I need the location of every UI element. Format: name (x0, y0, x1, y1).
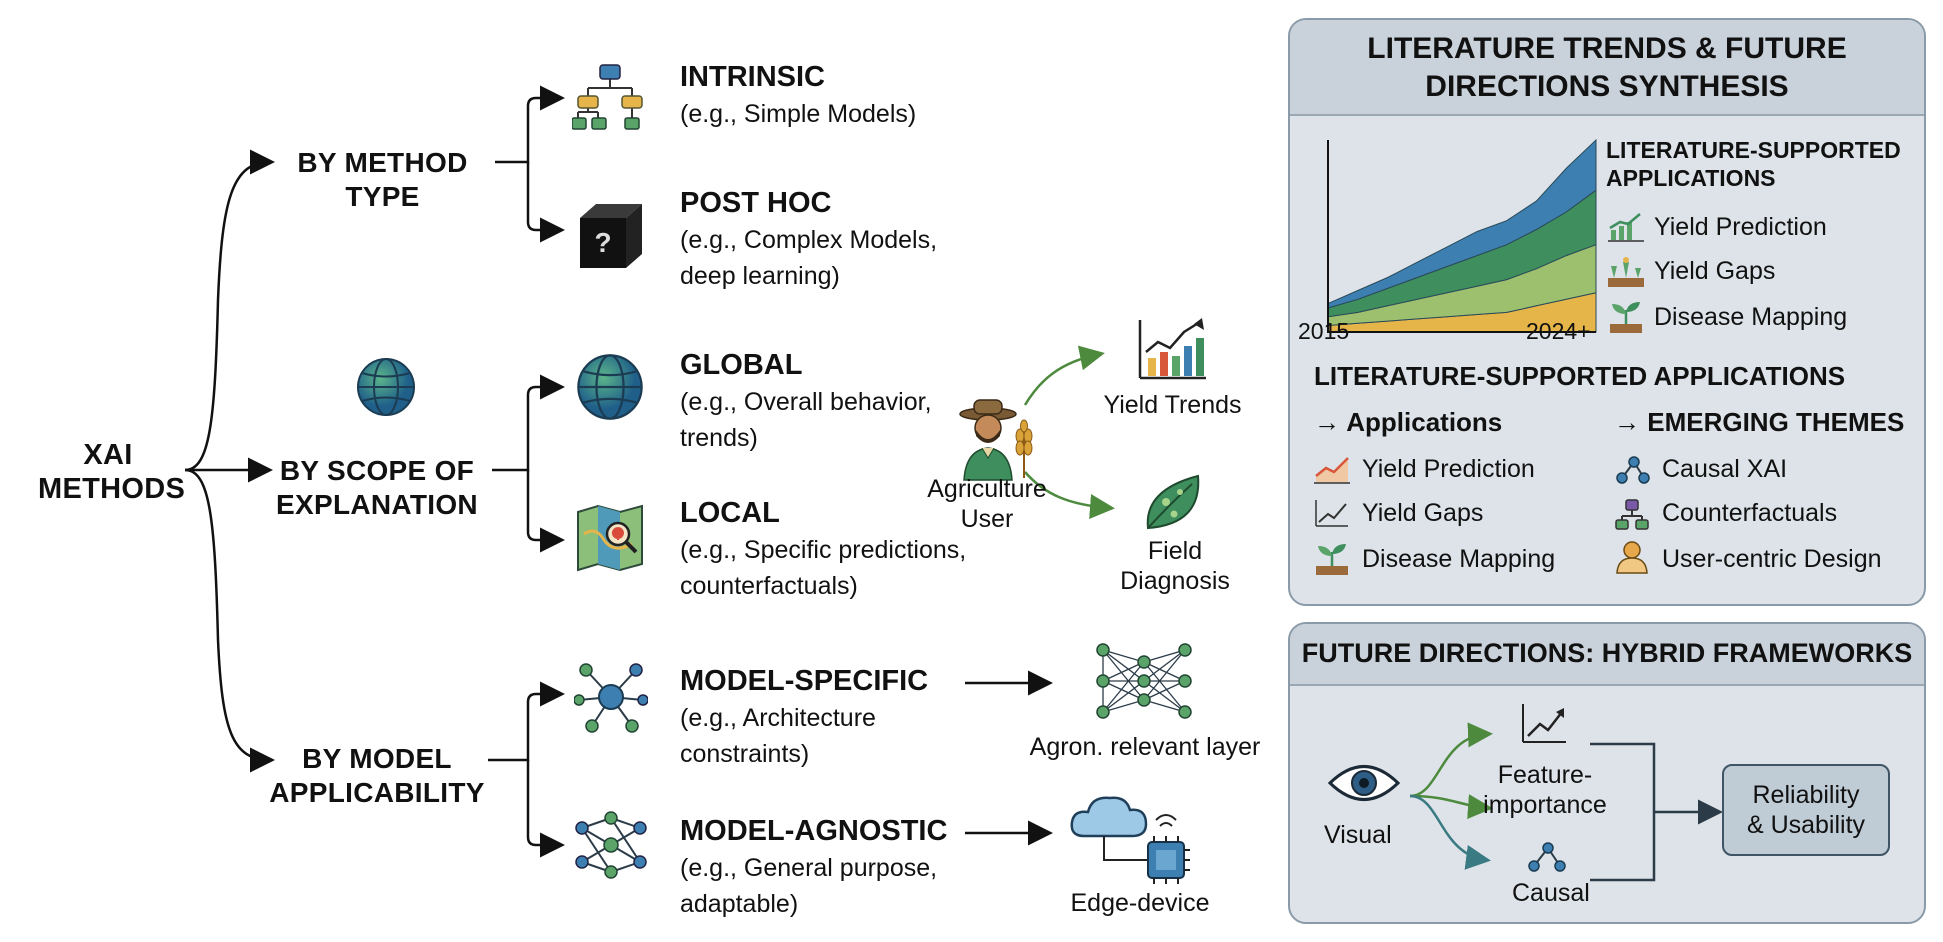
yield-trends-label: Yield Trends (1103, 391, 1242, 419)
hierarchy-icon (1614, 498, 1650, 535)
application-item-1: Yield Gaps (1362, 499, 1484, 527)
edge-device-label: Edge-device (1070, 889, 1210, 917)
category-scope: BY SCOPE OF EXPLANATION (276, 455, 478, 520)
global-desc-2: trends) (680, 424, 758, 452)
feature-importance-label: Feature- importance (1483, 761, 1607, 819)
visual-label: Visual (1324, 821, 1392, 849)
bar-trend-icon (1136, 316, 1208, 387)
link-root-applicability (184, 468, 275, 773)
model-specific-desc-2: constraints) (680, 740, 810, 768)
synthesis-panel-title: LITERATURE TRENDS & FUTURE DIRECTIONS SY… (1290, 20, 1924, 116)
user-icon (1614, 540, 1650, 579)
link-method-intrinsic (495, 85, 565, 164)
global-title: GLOBAL (680, 349, 803, 381)
local-title: LOCAL (680, 497, 780, 529)
question-mark-glyph: ? (594, 227, 611, 258)
category-applicability: BY MODEL APPLICABILITY (269, 743, 485, 808)
intrinsic-title: INTRINSIC (680, 61, 825, 93)
emerging-heading: → EMERGING THEMES (1614, 407, 1905, 437)
application-item-2: Disease Mapping (1362, 545, 1556, 573)
side-item-2: Disease Mapping (1654, 303, 1848, 331)
trend-line-icon (1314, 454, 1350, 489)
post-hoc-title: POST HOC (680, 187, 832, 219)
category-method-type: BY METHOD TYPE (297, 147, 468, 212)
emerging-item-2: User-centric Design (1662, 545, 1882, 573)
trend-area-chart (1327, 138, 1597, 333)
black-box-icon: ? (574, 200, 646, 277)
farmer-icon (958, 398, 1038, 487)
root-label: XAI METHODS (38, 439, 186, 505)
synthesis-panel: LITERATURE TRENDS & FUTURE DIRECTIONS SY… (1288, 18, 1926, 606)
emerging-item-1: Counterfactuals (1662, 499, 1838, 527)
emerging-item-0: Causal XAI (1662, 455, 1788, 483)
agriculture-user-label: Agriculture User (927, 475, 1047, 533)
model-specific-title: MODEL-SPECIFIC (680, 665, 929, 697)
link-method-posthoc (526, 162, 565, 243)
mesh-network-icon (574, 808, 648, 887)
chart-axes (1327, 140, 1596, 333)
link-app-agnostic (526, 760, 565, 858)
hub-network-icon (573, 660, 649, 739)
link-scope-local (526, 470, 565, 553)
reliability-usability-box: Reliability & Usability (1722, 764, 1890, 856)
leaf-icon (1140, 470, 1206, 539)
causal-label: Causal (1512, 879, 1590, 907)
map-pin-icon (574, 504, 646, 577)
field-diagnosis-label: Field Diagnosis (1120, 537, 1230, 595)
application-item-0: Yield Prediction (1362, 455, 1535, 483)
globe-icon (575, 352, 645, 427)
side-item-1: Yield Gaps (1654, 257, 1776, 285)
agron-layer-label: Agron. relevant layer (1029, 733, 1261, 761)
line-graph-icon (1314, 498, 1350, 533)
link-root-method (184, 149, 275, 472)
sprout-icon (1608, 300, 1644, 339)
applications-heading: → Applications (1314, 407, 1503, 437)
local-desc-1: (e.g., Specific predictions, (680, 536, 967, 564)
link-user-field (1024, 471, 1115, 519)
decision-tree-icon (571, 62, 648, 137)
eye-icon (1326, 760, 1402, 811)
causal-node-icon (1526, 838, 1566, 879)
intrinsic-desc: (e.g., Simple Models) (680, 100, 917, 128)
scope-globe-icon (355, 356, 417, 423)
global-desc-1: (e.g., Overall behavior, (680, 388, 932, 416)
growth-chart-icon (1608, 212, 1644, 247)
model-agnostic-desc-2: adaptable) (680, 890, 799, 918)
model-agnostic-title: MODEL-AGNOSTIC (680, 815, 948, 847)
link-user-trends (1023, 345, 1105, 406)
area-series-3 (1327, 138, 1597, 309)
future-panel-title: FUTURE DIRECTIONS: HYBRID FRAMEWORKS (1290, 624, 1924, 686)
post-hoc-desc-1: (e.g., Complex Models, (680, 226, 938, 254)
side-heading: LITERATURE-SUPPORTED APPLICATIONS (1606, 137, 1901, 191)
future-panel: FUTURE DIRECTIONS: HYBRID FRAMEWORKS Vis… (1288, 622, 1926, 924)
neural-net-icon (1095, 640, 1193, 727)
future-flow-lines (1409, 722, 1723, 882)
post-hoc-desc-2: deep learning) (680, 262, 840, 290)
seedling-icon (1314, 542, 1350, 581)
link-scope-global (492, 374, 565, 472)
cloud-chip-icon (1068, 790, 1202, 895)
local-desc-2: counterfactuals) (680, 572, 858, 600)
side-item-0: Yield Prediction (1654, 213, 1827, 241)
model-specific-desc-1: (e.g., Architecture (680, 704, 876, 732)
wide-heading: LITERATURE-SUPPORTED APPLICATIONS (1314, 361, 1846, 391)
chart-axis-end: 2024+ (1526, 318, 1591, 344)
chart-axis-start: 2015 (1298, 318, 1350, 344)
causal-graph-icon (1614, 454, 1650, 491)
model-agnostic-desc-1: (e.g., General purpose, (680, 854, 938, 882)
crop-rows-icon (1608, 256, 1644, 293)
feature-chart-icon (1520, 702, 1568, 749)
link-app-specific (488, 681, 565, 762)
